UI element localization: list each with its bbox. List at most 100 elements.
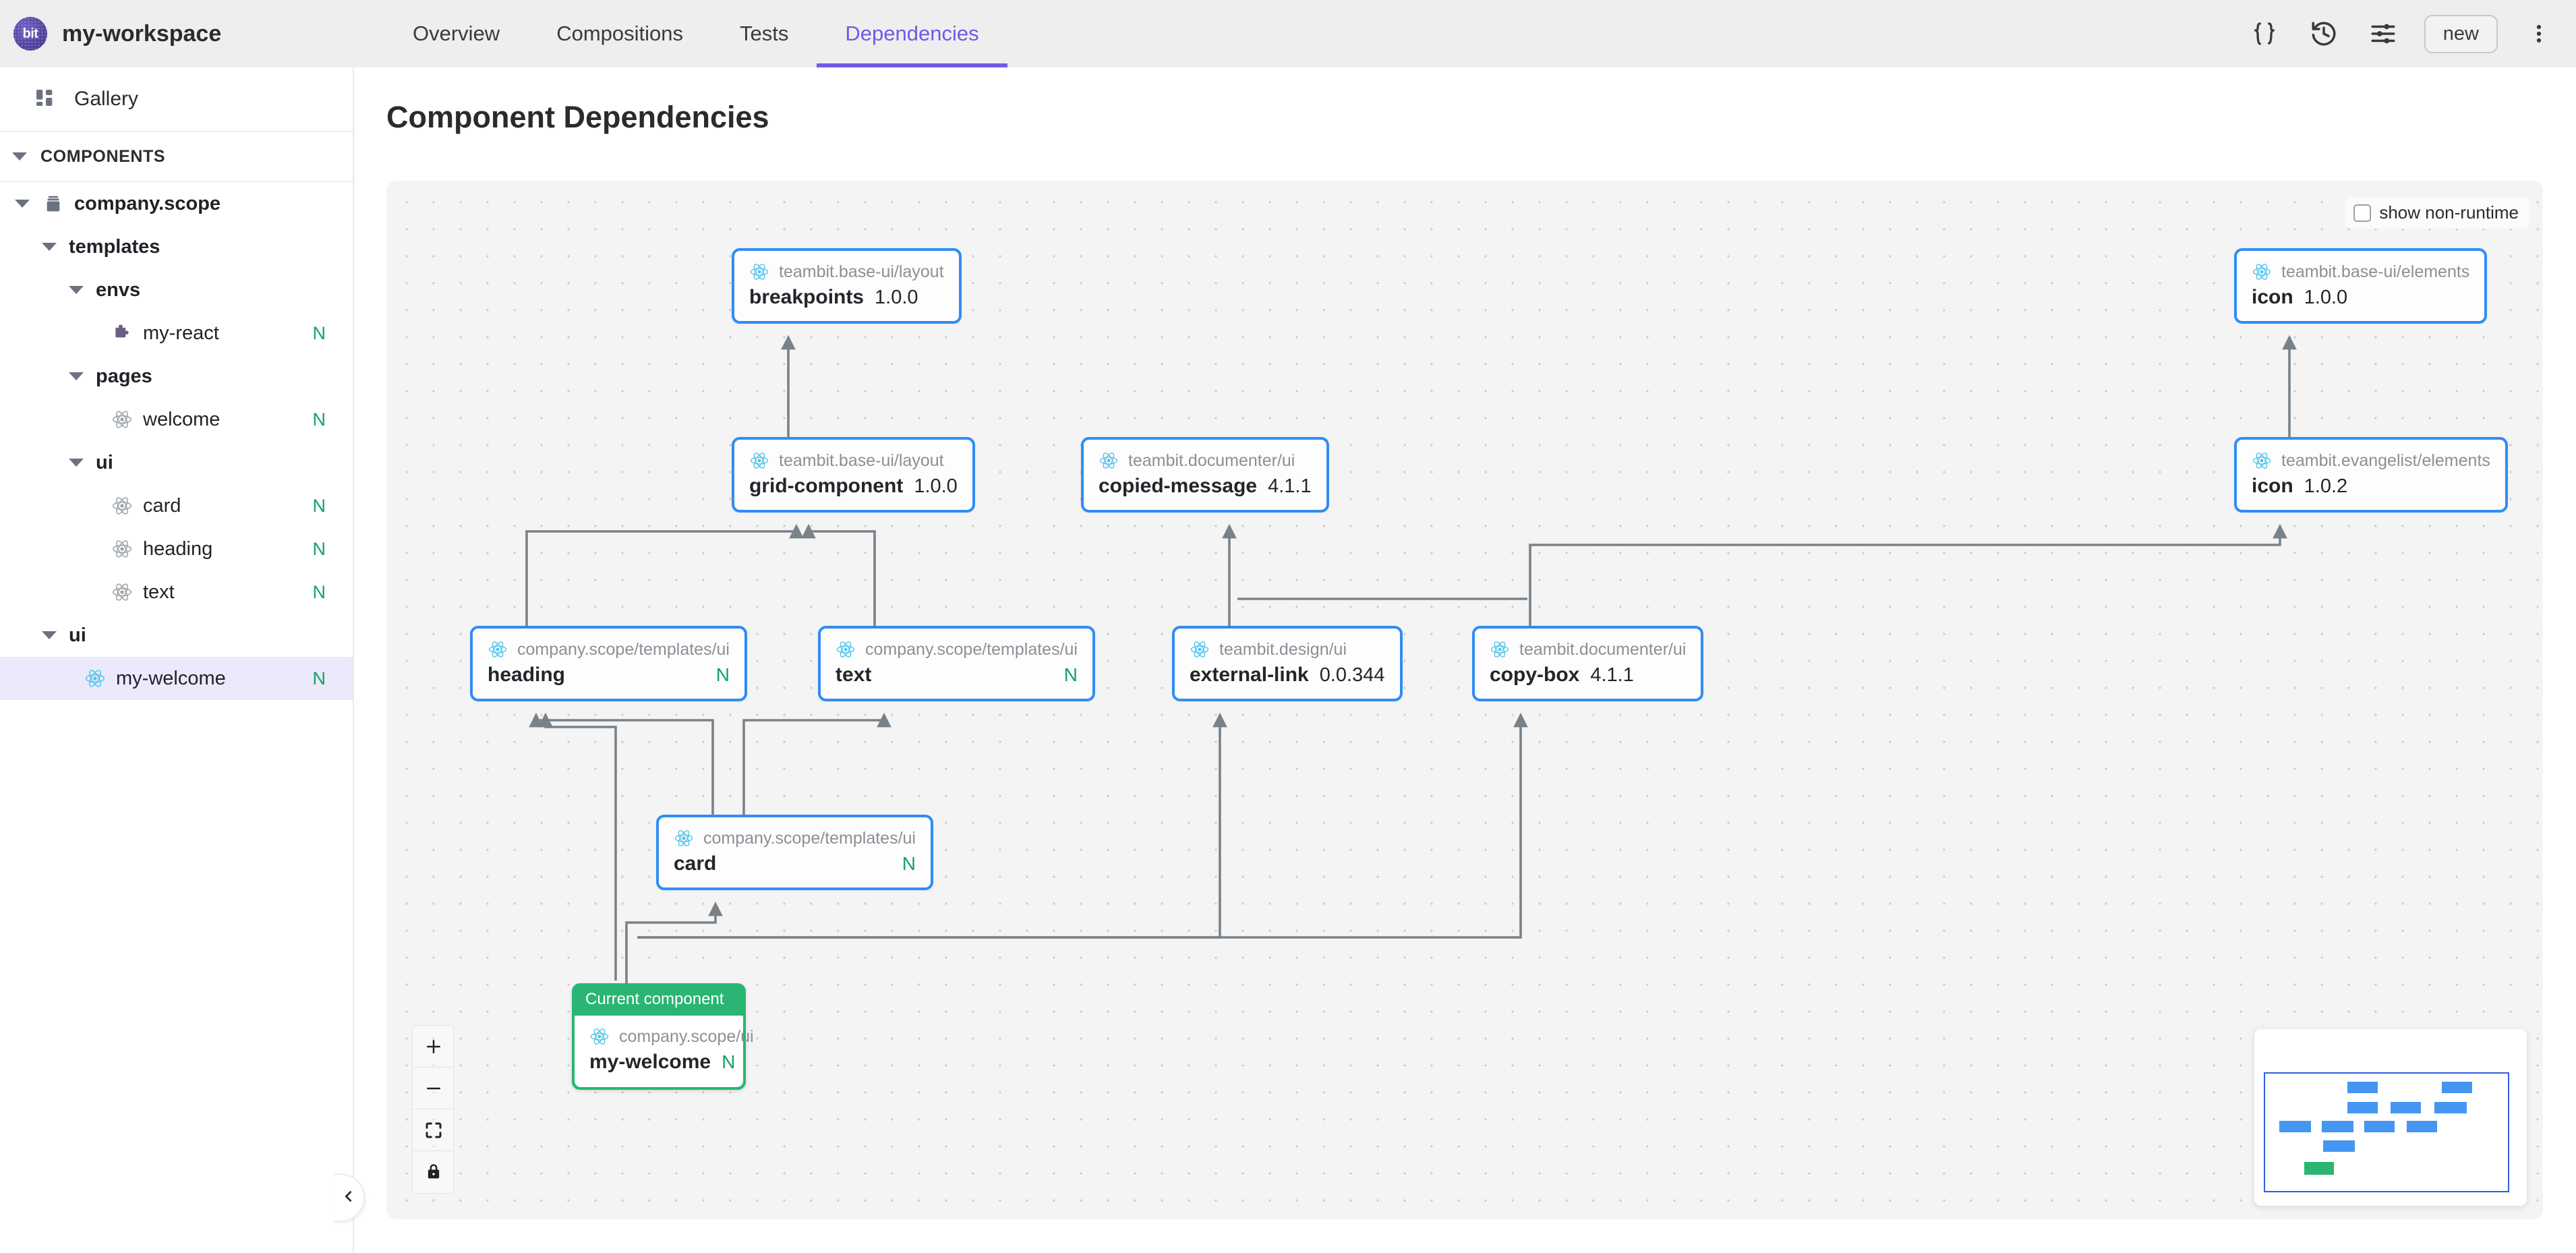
minimap-node	[2304, 1162, 2334, 1175]
puzzle-icon	[111, 322, 134, 345]
node-name-line: breakpoints 1.0.0	[749, 286, 944, 309]
node-status-badge: N	[715, 664, 730, 685]
chevron-down-icon	[12, 152, 27, 161]
node-scope-line: company.scope/templates/ui	[836, 639, 1078, 660]
chevron-down-icon[interactable]	[42, 631, 57, 639]
node-scope-line: teambit.base-ui/elements	[2252, 262, 2469, 282]
sidebar-item-label: envs	[96, 279, 141, 301]
graph-node-icon102[interactable]: teambit.evangelist/elements icon 1.0.2	[2234, 437, 2508, 513]
zoom-out-icon[interactable]	[413, 1068, 453, 1109]
react-icon	[749, 450, 769, 471]
show-non-runtime-checkbox[interactable]: show non-runtime	[2345, 197, 2529, 229]
page-title: Component Dependencies	[386, 100, 769, 134]
node-version: 1.0.0	[914, 475, 958, 497]
sidebar-item-company-scope[interactable]: company.scope	[0, 182, 353, 225]
node-scope-line: company.scope/ui	[589, 1026, 754, 1047]
minimap-viewport[interactable]	[2264, 1072, 2509, 1192]
sidebar-item-templates[interactable]: templates	[0, 225, 353, 268]
chevron-down-icon[interactable]	[69, 286, 84, 294]
lock-icon[interactable]	[413, 1151, 453, 1193]
sidebar-item-label: my-react	[143, 322, 219, 344]
react-icon	[111, 581, 134, 604]
node-component-name: icon	[2252, 475, 2293, 497]
chevron-down-icon[interactable]	[69, 372, 84, 380]
node-scope-text: teambit.design/ui	[1219, 639, 1347, 659]
new-button[interactable]: new	[2424, 14, 2498, 53]
node-scope-text: company.scope/templates/ui	[703, 828, 916, 848]
tab-dependencies[interactable]: Dependencies	[817, 0, 1007, 67]
graph-node-external-link[interactable]: teambit.design/ui external-link 0.0.344	[1172, 626, 1403, 701]
sidebar-item-pages[interactable]: pages	[0, 355, 353, 398]
zoom-controls	[412, 1025, 454, 1194]
node-version: 1.0.2	[2304, 475, 2348, 497]
chevron-down-icon[interactable]	[69, 459, 84, 467]
workspace-brand[interactable]: bit my-workspace	[13, 17, 351, 51]
checkbox-box[interactable]	[2353, 204, 2372, 222]
minimap-inner	[2262, 1037, 2519, 1198]
dependency-graph-canvas[interactable]: show non-runtime	[386, 181, 2543, 1219]
node-scope-text: teambit.documenter/ui	[1128, 450, 1295, 470]
code-braces-icon[interactable]	[2246, 16, 2283, 52]
tab-tests[interactable]: Tests	[740, 22, 789, 45]
node-scope-line: teambit.documenter/ui	[1099, 450, 1312, 471]
node-component-name: breakpoints	[749, 286, 865, 308]
history-icon[interactable]	[2306, 16, 2342, 52]
sidebar-item-label: my-welcome	[116, 667, 226, 689]
tab-overview[interactable]: Overview	[413, 22, 500, 45]
status-badge: N	[312, 538, 326, 559]
minimap-node	[2442, 1082, 2472, 1093]
sidebar-section-components[interactable]: COMPONENTS	[0, 132, 353, 182]
chevron-down-icon[interactable]	[42, 243, 57, 251]
more-vertical-icon[interactable]	[2521, 16, 2557, 52]
node-status-badge: N	[722, 1051, 736, 1072]
sidebar-item-label: welcome	[143, 408, 221, 430]
fit-view-icon[interactable]	[413, 1109, 453, 1151]
node-component-name: heading	[488, 664, 566, 686]
node-component-name: copy-box	[1490, 664, 1580, 686]
node-scope-text: teambit.evangelist/elements	[2281, 450, 2490, 470]
react-icon	[836, 639, 856, 660]
sidebar-item-label-gallery: Gallery	[74, 88, 139, 110]
node-status-badge: N	[902, 853, 916, 874]
react-icon	[674, 828, 694, 848]
sidebar-item-envs[interactable]: envs	[0, 268, 353, 312]
zoom-in-icon[interactable]	[413, 1026, 453, 1068]
sliders-icon[interactable]	[2365, 16, 2401, 52]
sidebar-item-gallery[interactable]: Gallery	[0, 67, 353, 132]
minimap-node	[2407, 1121, 2437, 1132]
tab-compositions[interactable]: Compositions	[556, 22, 684, 45]
minimap-node	[2323, 1140, 2355, 1152]
bit-logo-icon: bit	[13, 17, 47, 51]
node-component-name: external-link	[1190, 664, 1309, 686]
scope-box-icon	[42, 192, 65, 215]
sidebar-item-ui[interactable]: ui	[0, 614, 353, 657]
graph-minimap[interactable]	[2254, 1029, 2527, 1206]
main-tabs: Overview Compositions Tests Dependencies	[384, 0, 1007, 67]
sidebar-item-ui[interactable]: ui	[0, 441, 353, 484]
node-version: 0.0.344	[1319, 664, 1385, 686]
minimap-node	[2322, 1121, 2353, 1132]
chevron-down-icon[interactable]	[15, 200, 30, 208]
node-version: 1.0.0	[875, 287, 918, 308]
node-scope-line: teambit.design/ui	[1190, 639, 1385, 660]
grid-icon	[34, 87, 55, 112]
